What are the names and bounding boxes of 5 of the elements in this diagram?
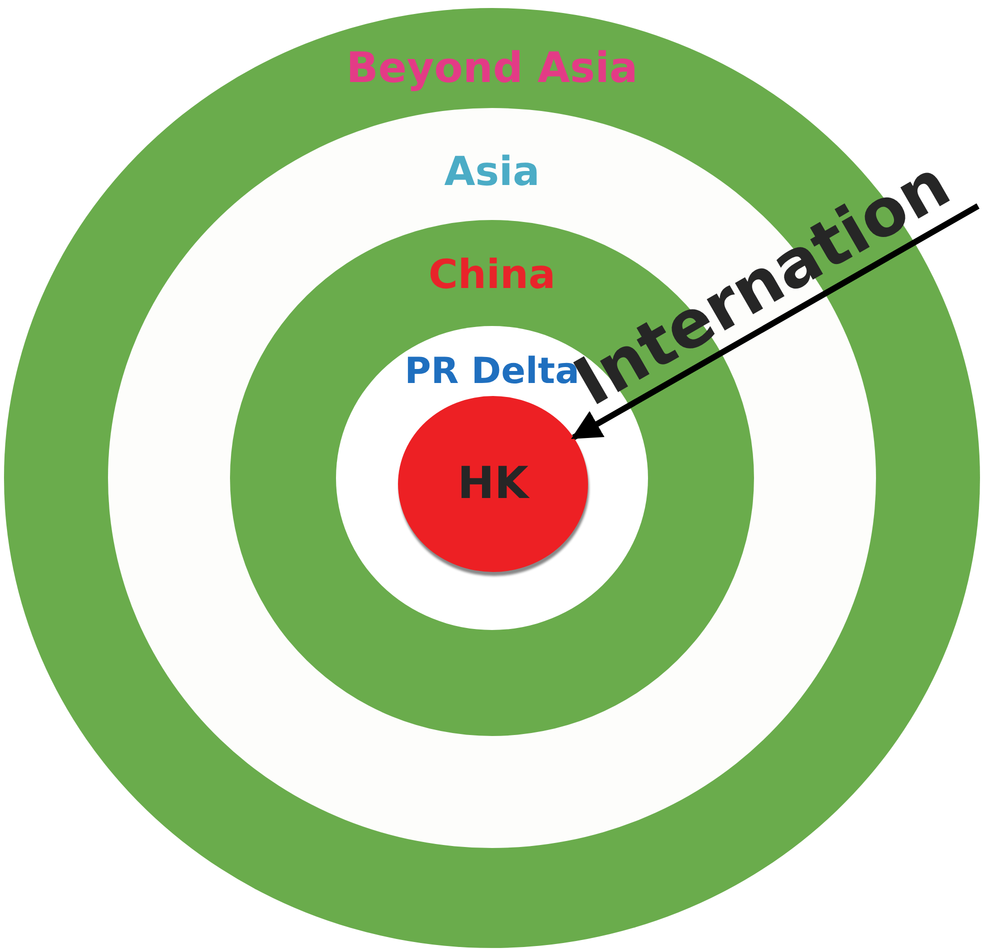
region-label: China: [427, 251, 556, 299]
region-label: Asia: [443, 148, 541, 196]
region-label: Beyond Asia: [345, 42, 639, 94]
arrow: [571, 203, 980, 440]
region-label: HK: [456, 458, 531, 510]
